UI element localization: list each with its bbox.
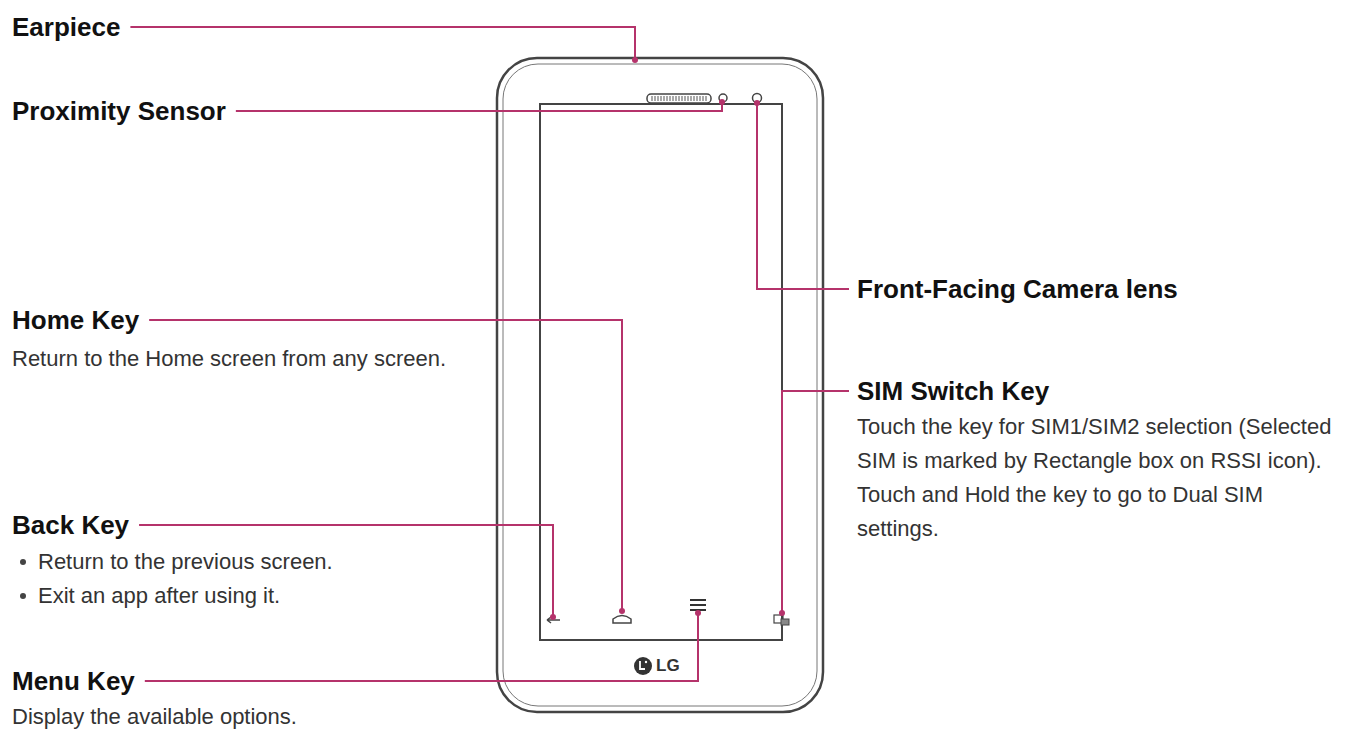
leader-dot xyxy=(719,99,725,105)
phone-bezel xyxy=(503,64,817,706)
sim-switch-icon xyxy=(774,615,789,625)
home-key-icon xyxy=(613,616,631,624)
logo-mark-dot xyxy=(645,661,647,663)
part-description: Display the available options. xyxy=(12,700,462,734)
part-name: Back Key xyxy=(12,510,129,540)
leader-dot xyxy=(779,610,785,616)
brand-logo: LG xyxy=(656,656,680,676)
leader-line xyxy=(145,613,698,681)
logo-mark xyxy=(634,657,652,675)
part-name: Menu Key xyxy=(12,666,135,696)
leader-dot xyxy=(695,610,701,616)
part-description: Touch the key for SIM1/SIM2 selection (S… xyxy=(857,410,1349,546)
phone-body xyxy=(497,58,823,712)
part-name: Proximity Sensor xyxy=(12,96,226,126)
part-name: SIM Switch Key xyxy=(857,376,1049,406)
earpiece-grille xyxy=(647,94,711,103)
leader-dot xyxy=(632,57,638,63)
leader-line xyxy=(782,391,849,613)
bullet xyxy=(20,593,26,599)
leader-dot xyxy=(619,608,625,614)
menu-key-icon xyxy=(690,600,706,610)
leader-line xyxy=(236,102,722,111)
part-description: Exit an app after using it. xyxy=(38,579,458,613)
phone-screen xyxy=(540,104,782,640)
part-description: Return to the previous screen. xyxy=(38,545,458,579)
leader-dot xyxy=(550,614,556,620)
leader-line xyxy=(757,103,849,289)
logo-mark-glyph xyxy=(640,661,645,669)
part-name: Earpiece xyxy=(12,12,120,42)
leader-line xyxy=(130,27,635,60)
part-description: Return to the Home screen from any scree… xyxy=(12,342,462,376)
part-name: Front-Facing Camera lens xyxy=(857,274,1178,304)
bullet xyxy=(20,559,26,565)
leader-dot xyxy=(754,100,760,106)
grille-holes xyxy=(652,96,706,101)
part-name: Home Key xyxy=(12,305,139,335)
